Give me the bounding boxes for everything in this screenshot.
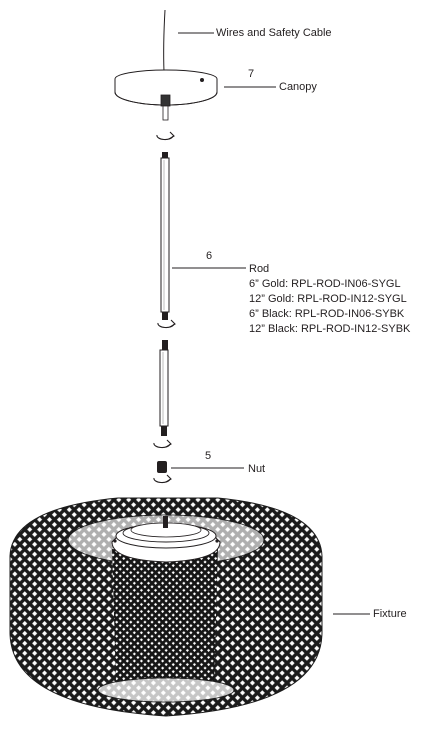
cap-screw-icon bbox=[113, 539, 117, 543]
nut-part bbox=[157, 461, 167, 473]
nut-label: Nut bbox=[248, 463, 266, 475]
rod-label: Rod bbox=[249, 263, 270, 275]
rod-lower bbox=[159, 340, 169, 436]
cap-screw-icon bbox=[215, 539, 219, 543]
rotate-arrow-icon bbox=[153, 474, 172, 484]
canopy-number: 7 bbox=[248, 68, 255, 80]
rod-spec-line: 12” Black: RPL-ROD-IN12-SYBK bbox=[249, 323, 411, 335]
canopy-screw-icon bbox=[200, 78, 204, 82]
rotate-arrow-icon bbox=[157, 319, 176, 329]
canopy-label: Canopy bbox=[279, 81, 317, 93]
nut-number: 5 bbox=[205, 450, 212, 462]
rod-number: 6 bbox=[206, 250, 213, 262]
rod-spec-line: 6” Black: RPL-ROD-IN06-SYBK bbox=[249, 308, 405, 320]
rotate-arrow-icon bbox=[153, 439, 172, 449]
wire-cable bbox=[163, 9, 166, 73]
fixture-label: Fixture bbox=[373, 608, 407, 620]
rod-upper bbox=[160, 152, 170, 320]
rotate-arrow-icon bbox=[156, 131, 175, 141]
canopy-stem bbox=[160, 94, 171, 121]
rod-spec-line: 12” Gold: RPL-ROD-IN12-SYGL bbox=[249, 293, 407, 305]
wires-label: Wires and Safety Cable bbox=[216, 27, 332, 39]
rod-spec-line: 6” Gold: RPL-ROD-IN06-SYGL bbox=[249, 278, 401, 290]
fixture-cap bbox=[111, 516, 221, 563]
